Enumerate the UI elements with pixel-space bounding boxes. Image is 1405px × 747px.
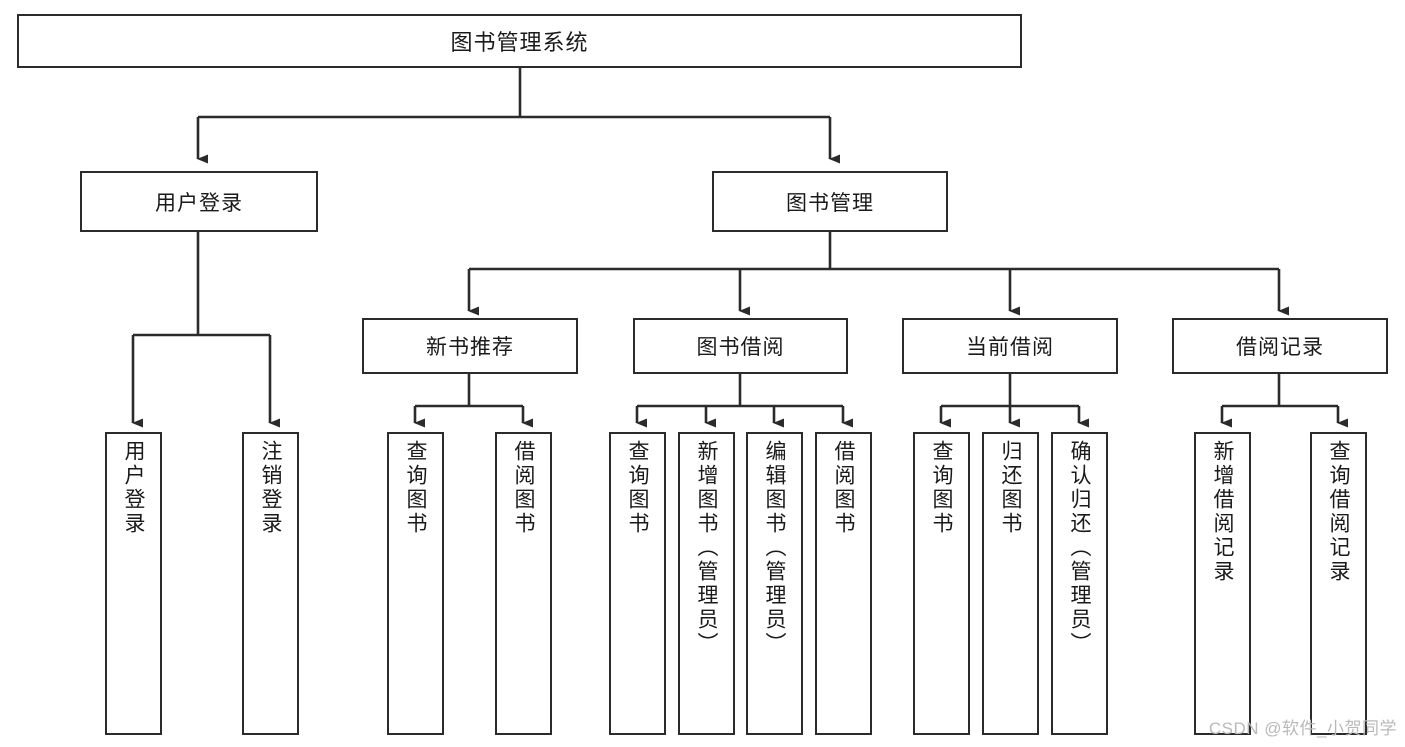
- node-label: 查询图书: [404, 440, 427, 536]
- leaf-current-borrow-confirm-return-admin[interactable]: 确认归还（管理员）: [1051, 432, 1108, 735]
- leaf-book-borrow-add-book-admin[interactable]: 新增图书（管理员）: [678, 432, 735, 735]
- node-root-book-management-system[interactable]: 图书管理系统: [17, 14, 1022, 68]
- leaf-current-borrow-query-book[interactable]: 查询图书: [913, 432, 970, 735]
- node-label: 查询借阅记录: [1327, 440, 1350, 584]
- leaf-user-login-logout[interactable]: 注销登录: [242, 432, 299, 735]
- node-label: 新书推荐: [426, 336, 514, 359]
- node-label: 确认归还（管理员）: [1068, 440, 1091, 656]
- node-book-borrow[interactable]: 图书借阅: [633, 318, 848, 374]
- csdn-watermark: CSDN @软件_小贺同学: [1208, 719, 1397, 738]
- node-label: 归还图书: [999, 440, 1022, 536]
- node-label: 注销登录: [259, 440, 282, 536]
- leaf-book-borrow-edit-book-admin[interactable]: 编辑图书（管理员）: [746, 432, 803, 735]
- node-label: 图书管理系统: [450, 30, 589, 55]
- node-label: 当前借阅: [966, 336, 1054, 359]
- node-label: 图书借阅: [696, 336, 785, 359]
- node-label: 图书管理: [786, 191, 874, 215]
- leaf-current-borrow-return-book[interactable]: 归还图书: [982, 432, 1039, 735]
- leaf-new-book-query-book[interactable]: 查询图书: [387, 432, 444, 735]
- leaf-new-book-borrow-book[interactable]: 借阅图书: [495, 432, 552, 735]
- node-label: 查询图书: [626, 440, 649, 536]
- leaf-book-borrow-query-book[interactable]: 查询图书: [609, 432, 666, 735]
- node-label: 新增借阅记录: [1211, 440, 1234, 584]
- node-user-login[interactable]: 用户登录: [80, 171, 318, 232]
- leaf-borrow-record-query-record[interactable]: 查询借阅记录: [1310, 432, 1367, 735]
- node-book-management[interactable]: 图书管理: [712, 171, 948, 232]
- node-label: 查询图书: [930, 440, 953, 536]
- node-borrow-record[interactable]: 借阅记录: [1172, 318, 1388, 374]
- leaf-borrow-record-add-record[interactable]: 新增借阅记录: [1194, 432, 1251, 735]
- node-label: 借阅图书: [832, 440, 855, 536]
- leaf-user-login-login[interactable]: 用户登录: [105, 432, 162, 735]
- node-new-book-recommend[interactable]: 新书推荐: [362, 318, 578, 374]
- node-label: 用户登录: [122, 440, 145, 536]
- node-label: 新增图书（管理员）: [695, 440, 718, 656]
- node-label: 借阅记录: [1236, 336, 1324, 359]
- node-current-borrow[interactable]: 当前借阅: [902, 318, 1118, 374]
- leaf-book-borrow-borrow-book[interactable]: 借阅图书: [815, 432, 872, 735]
- node-label: 编辑图书（管理员）: [763, 440, 786, 656]
- node-label: 借阅图书: [512, 440, 535, 536]
- node-label: 用户登录: [155, 191, 243, 215]
